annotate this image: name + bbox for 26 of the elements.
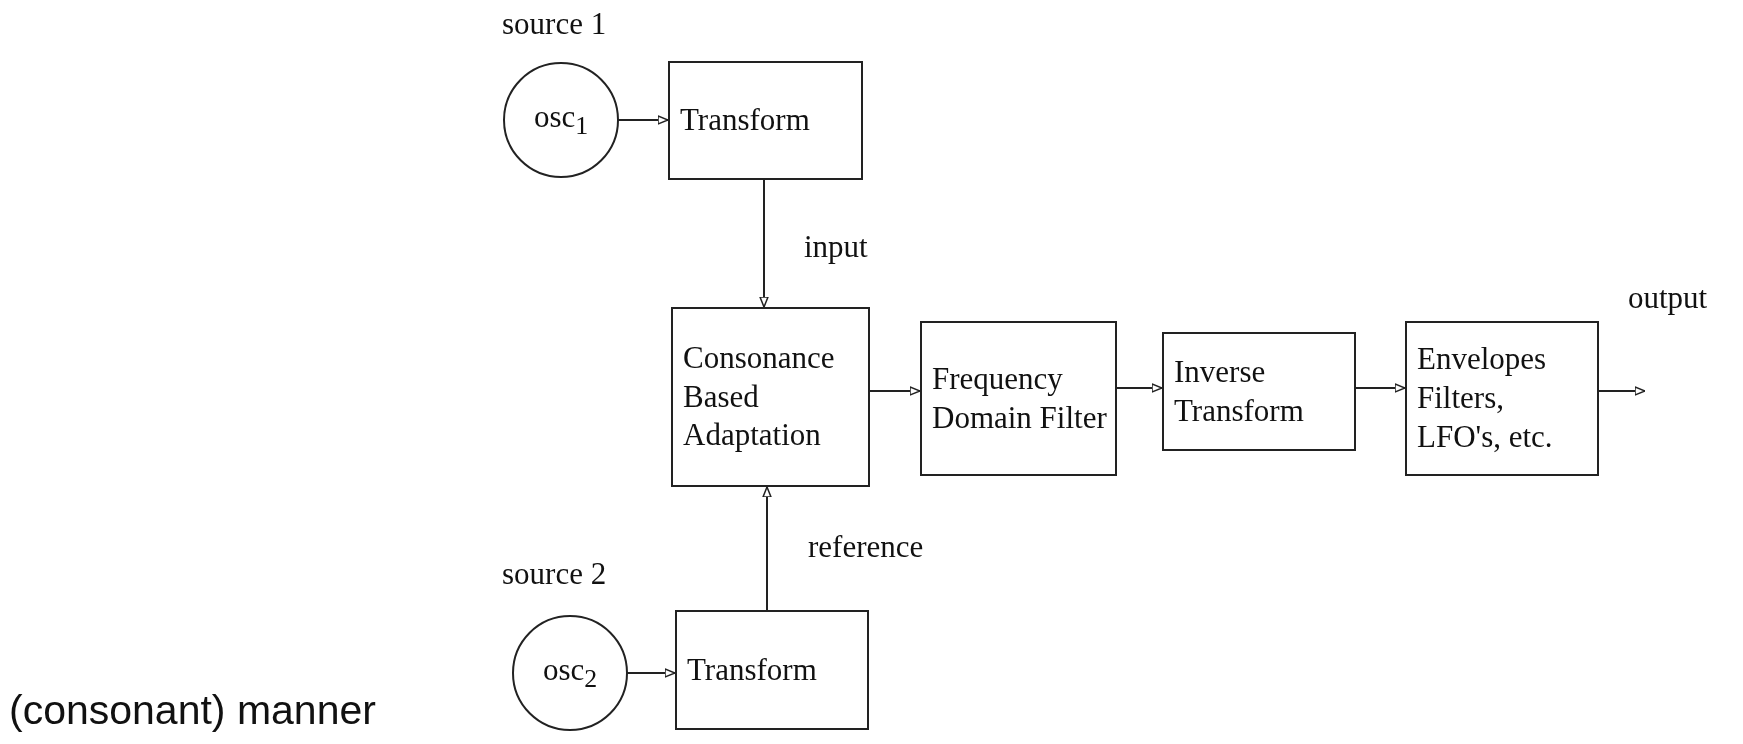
arrow [1116, 383, 1163, 393]
process-box [1405, 321, 1599, 476]
process-box [675, 610, 869, 730]
source-label: source 1 [502, 6, 607, 42]
arrow [759, 179, 769, 308]
block-label: Inverse Transform [1173, 352, 1305, 430]
process-box [920, 321, 1117, 476]
caption-text: (consonant) manner [9, 686, 376, 735]
block-label: Transform [686, 650, 817, 689]
arrow [869, 386, 921, 396]
process-box [668, 61, 863, 180]
arrow [762, 486, 772, 611]
block-label: Frequency Domain Filter [931, 359, 1108, 437]
block-label: Consonance Based Adaptation [682, 338, 836, 455]
oscillator-label: osc$_{2}$ [542, 650, 598, 695]
source-label: source 2 [502, 556, 607, 592]
process-box [671, 307, 870, 487]
edge-label: input [804, 229, 868, 265]
block-label: Envelopes Filters, LFO's, etc. [1416, 340, 1554, 456]
block-label: Transform [679, 101, 810, 140]
oscillator-label: osc$_{1}$ [533, 97, 589, 142]
arrow [1598, 386, 1646, 396]
edge-label: reference [808, 529, 924, 565]
arrow [1355, 383, 1406, 393]
process-box [1162, 332, 1356, 451]
edge-label: output [1628, 280, 1708, 316]
